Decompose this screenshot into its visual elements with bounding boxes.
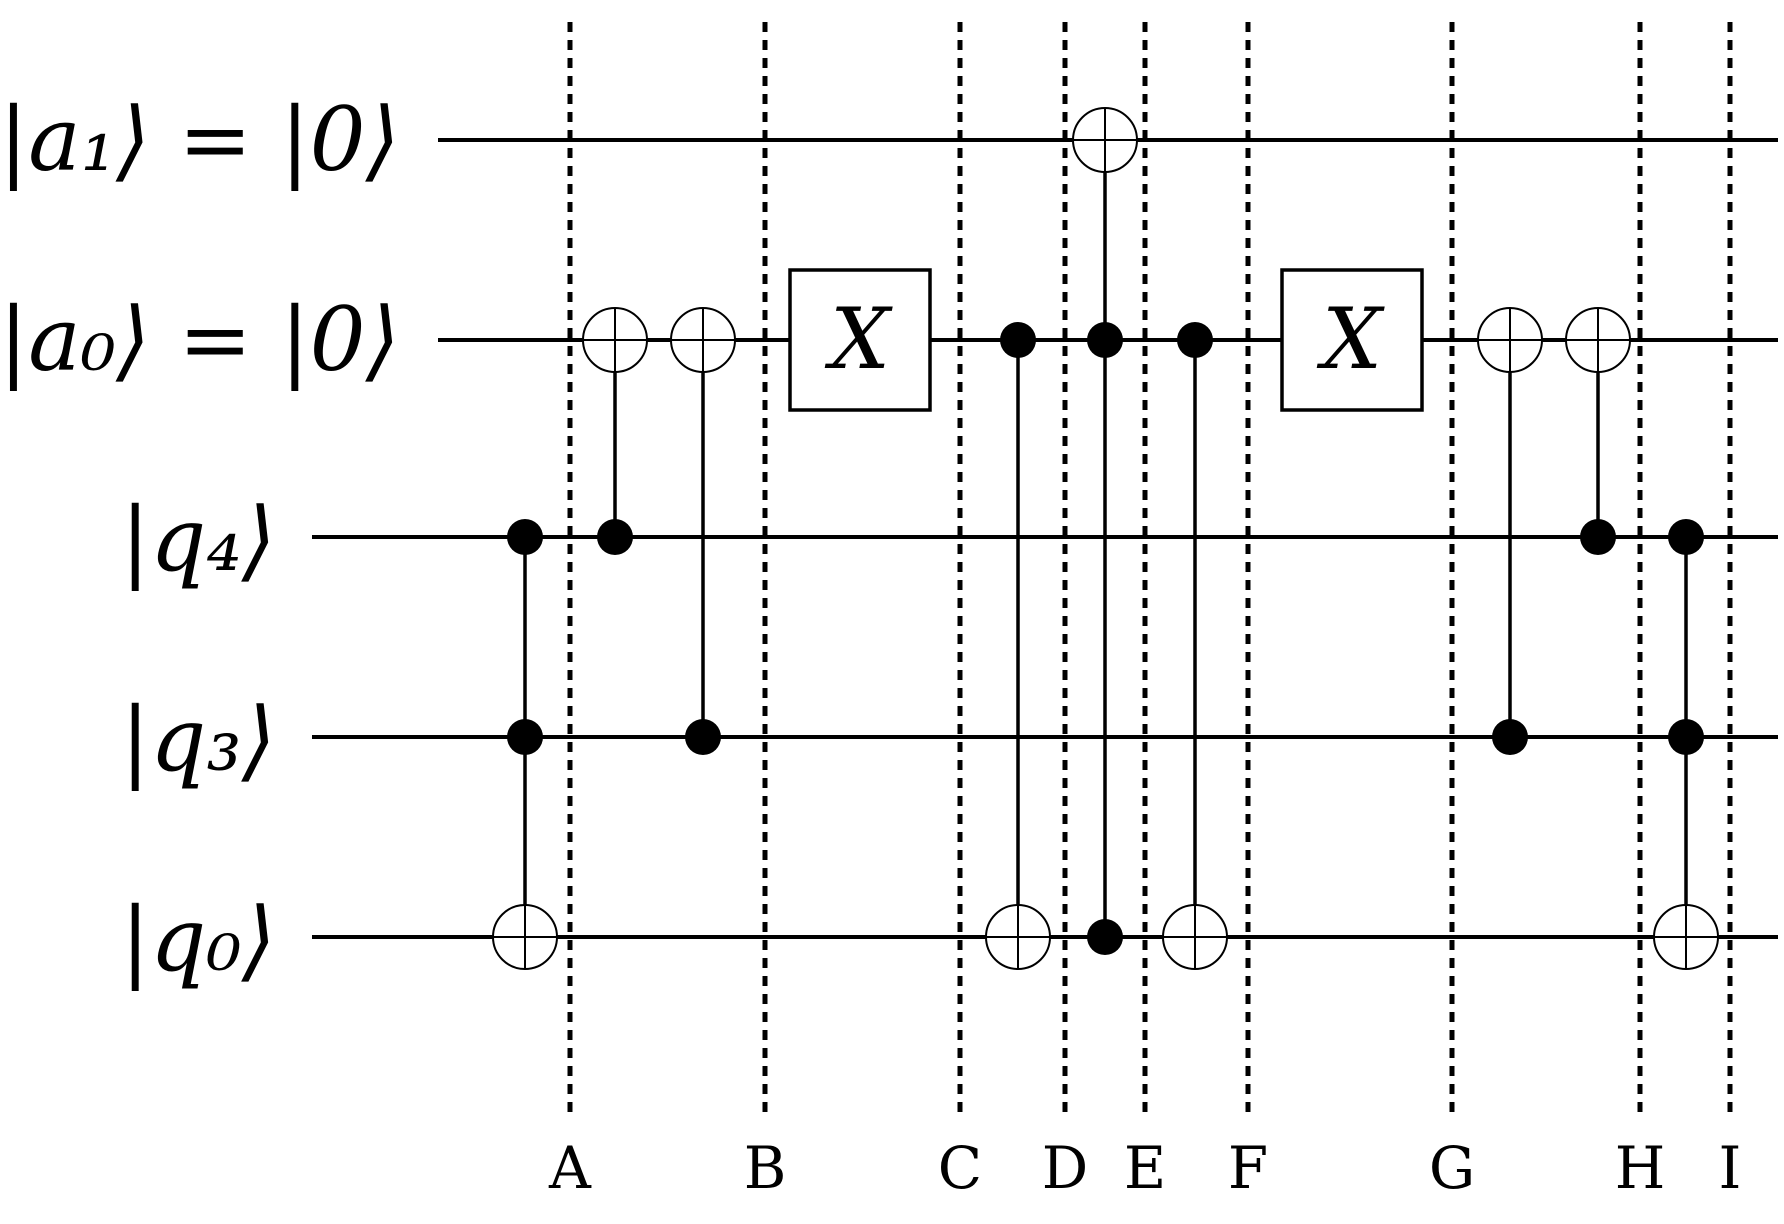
x-gate-box bbox=[788, 268, 932, 412]
gate-5-cx bbox=[985, 322, 1051, 970]
wire-label-q0: |q₀⟩ bbox=[120, 888, 276, 991]
wire-labels: |a₁⟩ = |0⟩ |a₀⟩ = |0⟩ |q₄⟩ |q₃⟩ |q₀⟩ bbox=[0, 88, 400, 991]
gate-8-x: X bbox=[1280, 268, 1424, 412]
target-oplus-a1 bbox=[1072, 107, 1138, 173]
gate-1-ccx bbox=[492, 519, 558, 970]
control-dot-q3 bbox=[1668, 719, 1704, 755]
target-oplus-a0 bbox=[582, 307, 648, 373]
wire-label-a1: |a₁⟩ = |0⟩ bbox=[0, 88, 400, 191]
gate-4-x: X bbox=[788, 268, 932, 412]
control-dot-q4 bbox=[1580, 519, 1616, 555]
barrier-label-D: D bbox=[1042, 1134, 1089, 1202]
control-dot-q3 bbox=[1492, 719, 1528, 755]
control-dot-a0 bbox=[1177, 322, 1213, 358]
control-dot-q4 bbox=[1668, 519, 1704, 555]
barrier-label-H: H bbox=[1615, 1134, 1666, 1202]
control-dot-q3 bbox=[685, 719, 721, 755]
target-oplus-q0 bbox=[492, 904, 558, 970]
barrier-label-A: A bbox=[548, 1134, 592, 1202]
barrier-label-E: E bbox=[1124, 1134, 1166, 1202]
gate-6-ccx bbox=[1072, 107, 1138, 955]
barrier-label-C: C bbox=[938, 1134, 982, 1202]
barrier-label-G: G bbox=[1429, 1134, 1475, 1202]
gate-10-cx bbox=[1565, 307, 1631, 555]
control-dot-q4 bbox=[507, 519, 543, 555]
barrier-label-I: I bbox=[1719, 1134, 1742, 1202]
target-oplus-a0 bbox=[670, 307, 736, 373]
control-dot-a0 bbox=[1087, 322, 1123, 358]
gate-2-cx bbox=[582, 307, 648, 555]
wire-label-q4: |q₄⟩ bbox=[120, 488, 276, 591]
barrier-label-F: F bbox=[1228, 1134, 1268, 1202]
target-oplus-a0 bbox=[1565, 307, 1631, 373]
control-dot-q0 bbox=[1087, 919, 1123, 955]
target-oplus-q0 bbox=[1162, 904, 1228, 970]
gate-3-cx bbox=[670, 307, 736, 755]
control-dot-q3 bbox=[507, 719, 543, 755]
target-oplus-a0 bbox=[1477, 307, 1543, 373]
wire-label-a0: |a₀⟩ = |0⟩ bbox=[0, 288, 400, 391]
barrier-label-B: B bbox=[744, 1134, 787, 1202]
gate-7-cx bbox=[1162, 322, 1228, 970]
gate-11-ccx bbox=[1653, 519, 1719, 970]
control-dot-a0 bbox=[1000, 322, 1036, 358]
control-dot-q4 bbox=[597, 519, 633, 555]
x-gate-label: X bbox=[824, 290, 893, 388]
target-oplus-q0 bbox=[1653, 904, 1719, 970]
x-gate-box bbox=[1280, 268, 1424, 412]
x-gate-label: X bbox=[1316, 290, 1385, 388]
wire-label-q3: |q₃⟩ bbox=[120, 688, 276, 791]
target-oplus-q0 bbox=[985, 904, 1051, 970]
gate-9-cx bbox=[1477, 307, 1543, 755]
